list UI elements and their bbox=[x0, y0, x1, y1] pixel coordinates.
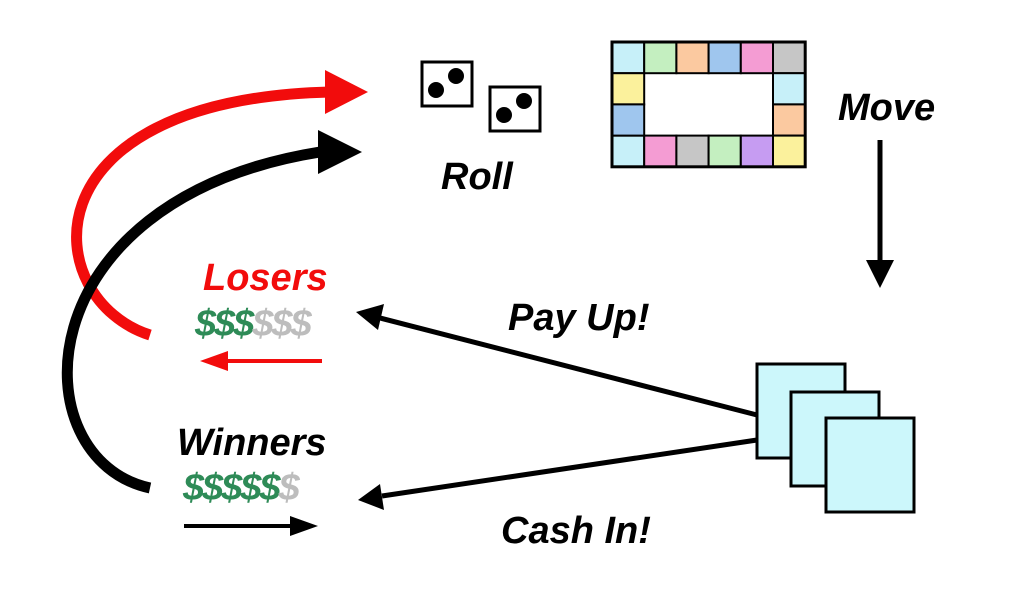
winners-loop-arrow bbox=[61, 130, 362, 494]
board-space bbox=[643, 41, 678, 75]
card-stack bbox=[755, 362, 916, 514]
winners-money-earned: $$$$$ bbox=[183, 467, 281, 509]
losers-money: $$$$$$ bbox=[195, 303, 312, 345]
pay-up-label: Pay Up! bbox=[508, 297, 650, 339]
roll-label: Roll bbox=[441, 156, 513, 198]
move-label: Move bbox=[838, 87, 936, 129]
board-space bbox=[611, 72, 646, 106]
board-space bbox=[772, 41, 807, 75]
dice bbox=[420, 60, 542, 133]
move-arrow bbox=[866, 140, 894, 288]
die-pip bbox=[496, 107, 512, 123]
board-space bbox=[772, 103, 807, 137]
cash-in-label: Cash In! bbox=[501, 510, 651, 552]
die-1 bbox=[420, 60, 474, 108]
cash-in-arrow bbox=[358, 437, 758, 510]
board-space bbox=[643, 134, 678, 168]
board-space bbox=[739, 41, 774, 75]
board-space bbox=[739, 134, 774, 168]
pay-up-arrow bbox=[356, 304, 758, 418]
board-space bbox=[675, 41, 710, 75]
losers-label: Losers bbox=[203, 257, 328, 299]
losers-money-earned: $$$ bbox=[195, 303, 254, 345]
winners-label: Winners bbox=[177, 422, 327, 464]
die-pip bbox=[448, 68, 464, 84]
card bbox=[824, 416, 916, 514]
game-board bbox=[610, 40, 807, 169]
board-frame bbox=[610, 40, 807, 169]
board-space bbox=[611, 134, 646, 168]
board-space bbox=[707, 41, 742, 75]
die-pip bbox=[428, 82, 444, 98]
board-space bbox=[772, 72, 807, 106]
die-pip bbox=[516, 93, 532, 109]
losers-loop-arrow bbox=[71, 70, 368, 341]
board-space bbox=[611, 41, 646, 75]
winners-flow-arrow bbox=[184, 516, 318, 536]
board-space bbox=[675, 134, 710, 168]
losers-flow-arrow bbox=[200, 351, 322, 371]
losers-money-remaining: $$$ bbox=[252, 303, 311, 345]
board-space bbox=[611, 103, 646, 137]
winners-money: $$$$$$ bbox=[183, 467, 300, 509]
board-space bbox=[707, 134, 742, 168]
die-2 bbox=[488, 85, 542, 133]
winners-money-remaining: $ bbox=[278, 467, 300, 509]
board-space bbox=[772, 134, 807, 168]
